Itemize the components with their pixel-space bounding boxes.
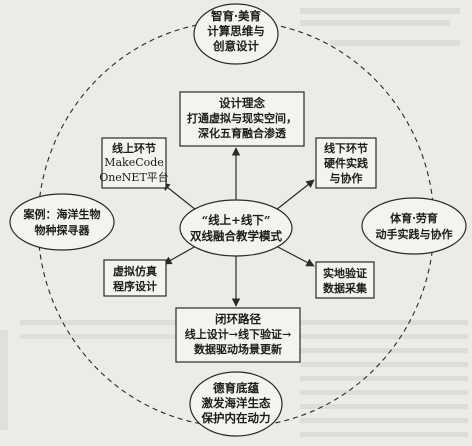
field-validation-box: 实地验证 数据采集 bbox=[315, 261, 375, 299]
arrow-to-virtual bbox=[163, 245, 197, 265]
bottom-ellipse-node: 德育底蕴 激发海洋生态 保护内在动力 bbox=[189, 371, 283, 437]
virtual-line-2: 程序设计 bbox=[113, 279, 157, 293]
offline-title: 线下环节 bbox=[324, 141, 368, 155]
online-box: 线上环节 MakeCode OneNET平台 bbox=[99, 137, 169, 189]
right-line-1: 体育·劳育 bbox=[390, 211, 438, 225]
field-line-1: 实地验证 bbox=[323, 266, 367, 280]
online-line-3: OneNET平台 bbox=[99, 170, 169, 184]
center-ellipse-node: “线上+线下” 双线融合教学模式 bbox=[179, 199, 293, 257]
online-line-2: MakeCode bbox=[104, 156, 164, 169]
closed-loop-box: 闭环路径 线上设计→线下验证→ 数据驱动场景更新 bbox=[175, 307, 301, 363]
field-line-2: 数据采集 bbox=[323, 281, 368, 295]
left-ellipse-node: 案例：海洋生物 物种探寻器 bbox=[9, 193, 115, 251]
arrow-to-field bbox=[275, 245, 315, 267]
top-line-2: 计算思维与 bbox=[207, 24, 265, 38]
connector-arrows bbox=[161, 147, 315, 307]
top-line-3: 创意设计 bbox=[212, 39, 259, 53]
bottom-line-3: 保护内在动力 bbox=[201, 411, 271, 425]
virtual-line-1: 虚拟仿真 bbox=[113, 264, 157, 278]
offline-box: 线下环节 硬件实践 与协作 bbox=[315, 137, 377, 189]
loop-line-2: 线上设计→线下验证→ bbox=[185, 327, 291, 341]
design-line-3: 深化五育融合渗透 bbox=[198, 126, 287, 140]
center-line-2: 双线融合教学模式 bbox=[189, 229, 282, 243]
left-line-1: 案例：海洋生物 bbox=[23, 207, 101, 221]
offline-line-2: 硬件实践 bbox=[324, 156, 368, 170]
top-ellipse-node: 智育·美育 计算思维与 创意设计 bbox=[193, 3, 279, 65]
right-ellipse-node: 体育·劳育 动手实践与协作 bbox=[361, 197, 467, 255]
design-line-2: 打通虚拟与现实空间， bbox=[187, 111, 297, 125]
design-title: 设计理念 bbox=[219, 96, 265, 110]
bottom-line-2: 激发海洋生态 bbox=[202, 396, 271, 410]
bottom-line-1: 德育底蕴 bbox=[212, 381, 259, 395]
center-line-1: “线上+线下” bbox=[202, 213, 271, 227]
virtual-simulation-box: 虚拟仿真 程序设计 bbox=[103, 259, 167, 297]
offline-line-3: 与协作 bbox=[330, 171, 363, 185]
loop-title: 闭环路径 bbox=[215, 312, 261, 326]
loop-line-3: 数据驱动场景更新 bbox=[194, 342, 282, 356]
design-concept-box: 设计理念 打通虚拟与现实空间， 深化五育融合渗透 bbox=[179, 91, 305, 147]
arrow-to-online bbox=[161, 182, 197, 211]
arrow-to-offline bbox=[275, 179, 315, 211]
background-bleed-text bbox=[0, 8, 468, 437]
right-line-2: 动手实践与协作 bbox=[376, 227, 453, 241]
online-title: 线上环节 bbox=[112, 141, 156, 155]
left-line-2: 物种探寻器 bbox=[35, 223, 91, 237]
top-line-1: 智育·美育 bbox=[211, 9, 262, 23]
